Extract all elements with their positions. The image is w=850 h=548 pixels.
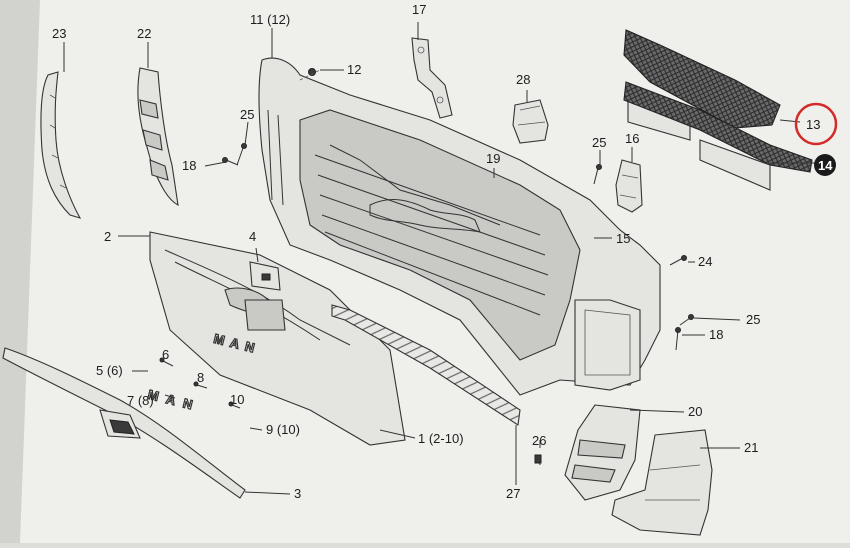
part-4-plate	[249, 261, 281, 291]
part-27-lattice	[331, 304, 521, 426]
fasteners	[159, 68, 694, 466]
part-23-side-trim	[40, 71, 82, 219]
leader-lines	[63, 22, 815, 495]
callout-25-right: 25	[746, 312, 760, 327]
callout-12: 12	[347, 62, 361, 77]
callout-6: 6	[162, 347, 169, 362]
callout-25-mid: 25	[592, 135, 606, 150]
callout-16: 16	[625, 131, 639, 146]
callout-18-left: 18	[182, 158, 196, 173]
callout-13: 13	[806, 117, 820, 132]
part-14-lower-mesh	[623, 81, 813, 191]
callout-22: 22	[137, 26, 151, 41]
highlight-circle-13	[794, 102, 838, 146]
part-13-upper-mesh	[623, 29, 781, 129]
callout-21: 21	[744, 440, 758, 455]
badge-14	[814, 154, 836, 176]
callout-24: 24	[698, 254, 712, 269]
part-16-bracket	[615, 159, 643, 213]
callout-labels: 11 (12) 12 17 28 22 23 25 18 2 4 19 25 1…	[52, 2, 833, 501]
part-22-deflector	[137, 67, 179, 206]
callout-23: 23	[52, 26, 66, 41]
callout-25-top: 25	[240, 107, 254, 122]
callout-27: 27	[506, 486, 520, 501]
callout-28: 28	[516, 72, 530, 87]
callout-19: 19	[486, 151, 500, 166]
callout-3: 3	[294, 486, 301, 501]
callout-18-right: 18	[709, 327, 723, 342]
part-11-grille-frame	[258, 57, 661, 396]
part-21-corner-panel	[611, 429, 713, 536]
callout-10: 10	[230, 392, 244, 407]
callout-11: 11 (12)	[250, 12, 290, 27]
paper-shadow	[0, 0, 40, 543]
part-2-grille-panel	[149, 231, 406, 446]
part-3-trim-bar	[2, 347, 246, 499]
part-28-module	[512, 99, 549, 144]
callout-9: 9 (10)	[266, 422, 300, 437]
part-20-corner	[564, 404, 641, 501]
callout-17: 17	[412, 2, 426, 17]
callout-20: 20	[688, 404, 702, 419]
callout-8: 8	[197, 370, 204, 385]
part-17-bracket	[411, 37, 453, 119]
callout-2: 2	[104, 229, 111, 244]
callout-15: 15	[616, 231, 630, 246]
callout-1: 1 (2-10)	[418, 431, 464, 446]
callout-26: 26	[532, 433, 546, 448]
callout-4: 4	[249, 229, 256, 244]
callout-14: 14	[818, 158, 833, 173]
callout-5: 5 (6)	[96, 363, 123, 378]
callout-7: 7 (8)	[127, 393, 154, 408]
